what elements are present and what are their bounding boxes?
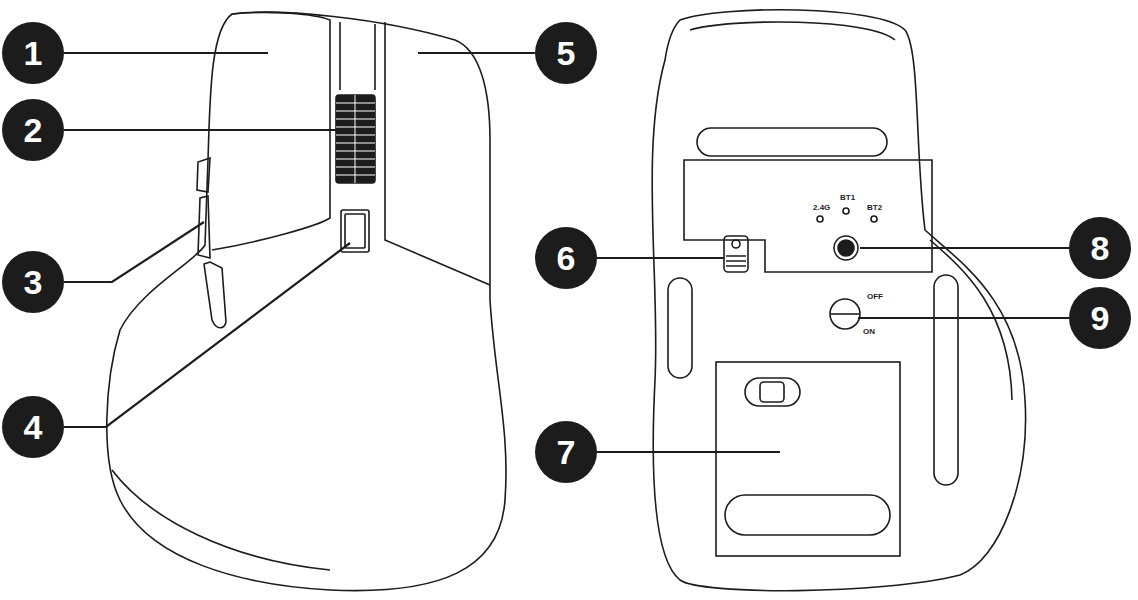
callout-circle: 7 [535, 421, 597, 483]
switch-label: OFF [866, 293, 884, 301]
mouse-outline [838, 240, 854, 256]
top-view [107, 12, 506, 590]
mouse-outline [760, 382, 784, 402]
mouse-outline [817, 216, 823, 222]
callout-number: 6 [557, 241, 576, 275]
mouse-outline [597, 257, 724, 259]
mouse-outline [198, 196, 210, 258]
mouse-outline [597, 451, 780, 453]
mouse-outline [336, 95, 375, 183]
mouse-outline [64, 52, 268, 54]
mouse-outline [112, 470, 330, 570]
mouse-outline [668, 278, 692, 378]
mouse-outline [340, 22, 375, 90]
callout-number: 3 [24, 265, 43, 299]
mouse-outline [690, 22, 895, 40]
mouse-outline [385, 22, 490, 285]
mouse-outline [212, 12, 330, 250]
callout-number: 1 [24, 36, 43, 70]
mouse-outline [934, 275, 958, 485]
callout-number: 8 [1091, 231, 1110, 265]
switch-label: ON [862, 328, 876, 336]
callout-number: 9 [1091, 301, 1110, 335]
leader-lines [64, 53, 1069, 452]
mouse-outline [858, 317, 1069, 319]
mouse-outline [871, 216, 877, 222]
mouse-outline [336, 95, 375, 183]
callout-number: 2 [24, 113, 43, 147]
callout-circle: 3 [2, 251, 64, 313]
mouse-outline [716, 362, 900, 556]
mouse-outline [843, 208, 849, 214]
switch-label: 2.4G [812, 204, 831, 212]
mouse-outline [197, 158, 210, 192]
mouse-outline [345, 214, 365, 248]
mouse-outline [732, 240, 740, 248]
mouse-outline [64, 222, 204, 282]
callout-number: 7 [557, 435, 576, 469]
callout-circle: 2 [2, 99, 64, 161]
mouse-outline [830, 299, 860, 329]
mouse-outline [834, 236, 858, 260]
mouse-outline [64, 129, 352, 131]
mouse-outline [745, 378, 800, 406]
mouse-outline [697, 128, 887, 156]
mouse-outline [726, 256, 746, 266]
mouse-outline [64, 243, 350, 427]
callout-circle: 9 [1069, 287, 1131, 349]
callout-circle: 5 [535, 22, 597, 84]
callout-number: 5 [557, 36, 576, 70]
callout-circle: 6 [535, 227, 597, 289]
callout-number: 4 [24, 410, 43, 444]
mouse-outline [831, 313, 859, 315]
mouse-outline [652, 10, 1025, 591]
callout-circle: 1 [2, 22, 64, 84]
mouse-outline [860, 247, 1069, 249]
mouse-outline [107, 12, 506, 590]
mouse-outline [725, 495, 890, 535]
mouse-outline [204, 262, 226, 328]
bottom-view [652, 10, 1025, 591]
switch-label: BT2 [866, 204, 883, 212]
mouse-outline [684, 160, 932, 272]
callout-circle: 4 [2, 396, 64, 458]
switch-label: BT1 [839, 194, 856, 202]
mouse-outline [930, 240, 1012, 400]
mouse-outline [418, 52, 535, 54]
callout-circle: 8 [1069, 217, 1131, 279]
mouse-outline [724, 236, 748, 272]
